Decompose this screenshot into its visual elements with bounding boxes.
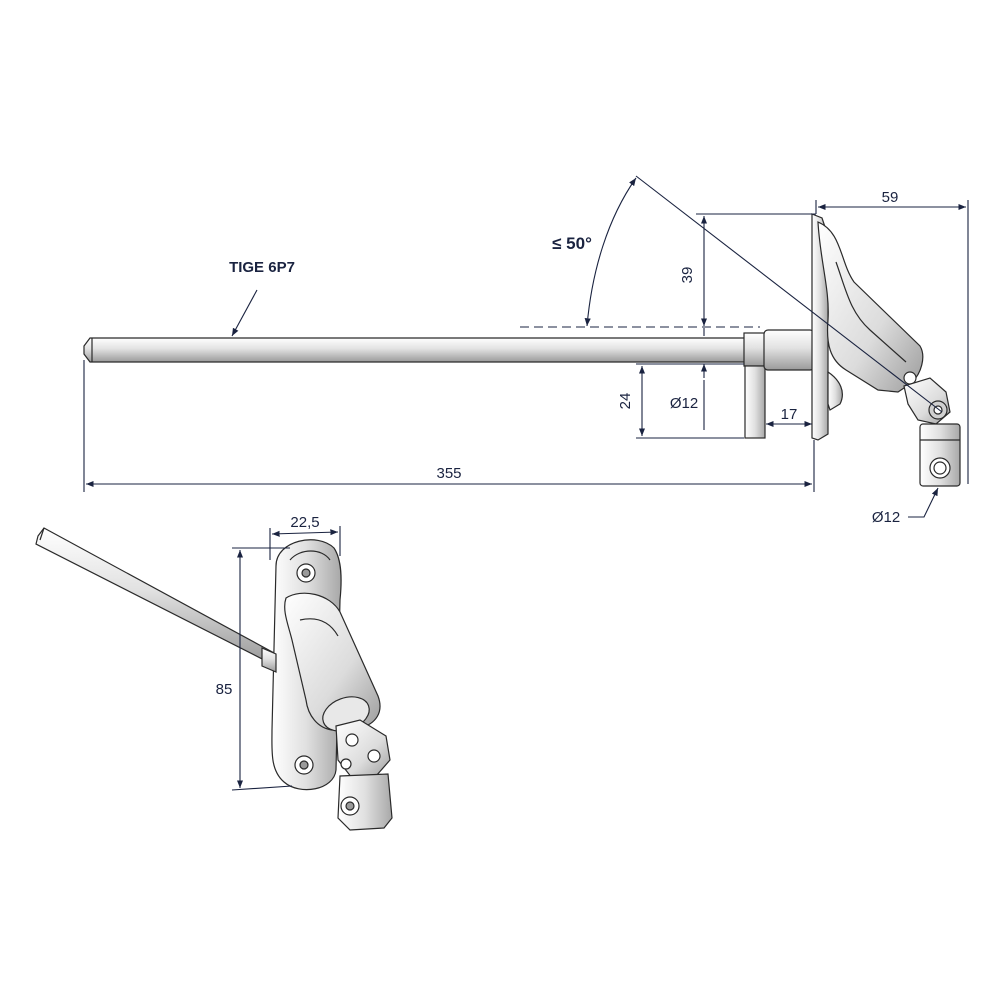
- dim-height-angle: 39: [679, 267, 696, 284]
- dim-line-225: [271, 529, 339, 537]
- angle-diagonal: [635, 175, 943, 413]
- dim-overall-length: 355: [436, 465, 461, 482]
- dim-rod-diameter: Ø12: [670, 395, 698, 412]
- dim-joint-diameter: Ø12: [872, 509, 900, 526]
- plate-edge-highlight: [289, 550, 331, 561]
- rod-perspective-tip: [39, 527, 45, 541]
- joint-pin-upper: [903, 371, 917, 385]
- extension-85-bottom: [231, 785, 293, 791]
- ujoint-pin-b: [367, 749, 381, 763]
- crank-arm: [817, 221, 924, 393]
- ujoint-pin-c: [340, 758, 352, 770]
- dim-plate-width: 22,5: [290, 514, 319, 531]
- rod: [83, 337, 749, 363]
- angle-label: ≤ 50°: [552, 234, 592, 253]
- ujoint-pin-a: [345, 733, 359, 747]
- crank-lower-lug: [827, 370, 843, 411]
- arm-highlight: [299, 618, 339, 637]
- spacer-block: [744, 365, 766, 439]
- perspective-view: [35, 527, 393, 831]
- socket-hole: [929, 457, 951, 479]
- rod-leader: [231, 289, 258, 337]
- rod-name-label: TIGE 6P7: [229, 259, 295, 276]
- body-cylinder: [763, 329, 815, 371]
- rod-collar: [743, 332, 767, 367]
- perspective-dimensions: 22,5 85: [216, 514, 341, 791]
- crank-arm-highlight: [835, 261, 907, 363]
- socket-hole-inner: [933, 461, 947, 475]
- socket-perspective-hole-inner: [345, 801, 355, 811]
- socket-perspective: [337, 773, 393, 831]
- dim-head-width: 59: [882, 189, 899, 206]
- side-view: [83, 213, 961, 487]
- plate-hole-top-inner: [301, 568, 311, 578]
- side-view-dimensions: 355 ≤ 50° 39 Ø12 24 17 59 Ø12: [83, 175, 969, 526]
- plate-hole-bottom-inner: [299, 760, 309, 770]
- joint-leader: [908, 487, 939, 518]
- dim-offset: 24: [617, 393, 634, 410]
- dim-plate-height: 85: [216, 681, 233, 698]
- angle-arc: [584, 177, 637, 327]
- dim-base-thickness: 17: [781, 406, 798, 423]
- rod-stub: [261, 647, 277, 673]
- universal-joint-perspective: [335, 719, 391, 779]
